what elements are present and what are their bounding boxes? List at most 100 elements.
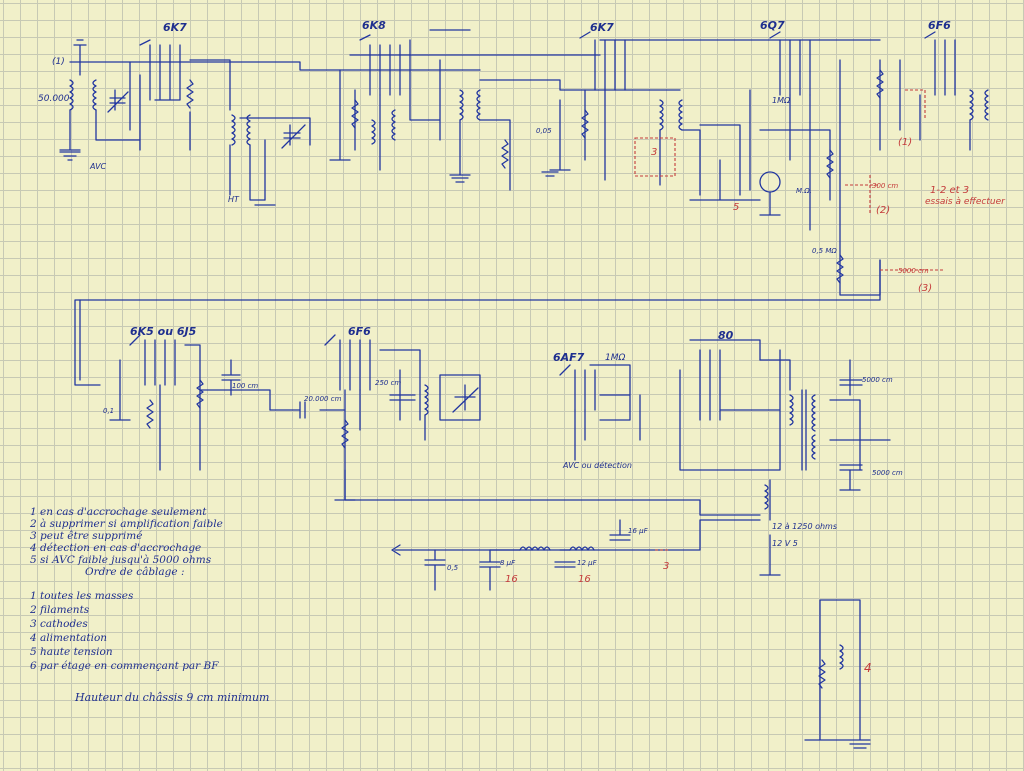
wire [129, 61, 141, 151]
coil [476, 89, 481, 121]
wire [879, 59, 971, 151]
capacitor-value: 250 cm [375, 379, 402, 387]
wire [109, 344, 271, 471]
resistor [196, 379, 204, 409]
capacitor [554, 561, 576, 568]
ground [541, 171, 559, 177]
coil [371, 119, 376, 145]
wire [759, 479, 781, 576]
antenna-mark: (1) [52, 57, 65, 67]
resistor [581, 109, 589, 139]
speaker-symbol [759, 171, 781, 193]
capacitor [479, 549, 501, 591]
wire [549, 89, 606, 181]
ht-label: HT [228, 195, 239, 204]
tube-label-4: 6Q7 [760, 19, 785, 32]
wire [254, 139, 276, 206]
coil [789, 394, 794, 426]
capacitor [839, 379, 863, 386]
red-option-box [634, 137, 676, 177]
note-line: 2 filaments [30, 604, 90, 616]
note-line: 1 en cas d'accrochage seulement [30, 506, 207, 518]
note-line: 2 à supprimer si amplification faible [30, 518, 223, 530]
tube-label-2: 6K8 [362, 19, 386, 32]
capacitor-value: 5000 cm [862, 376, 893, 384]
capacitor [221, 359, 241, 396]
tube-4-envelope [769, 31, 811, 96]
wire [424, 374, 481, 441]
coil [92, 79, 97, 111]
resistor-value: 0,5 MΩ [812, 247, 837, 255]
resistor [351, 99, 359, 129]
red-mark: 3 [651, 147, 658, 158]
resistor [186, 79, 194, 109]
ground [849, 743, 871, 749]
note-heading: Ordre de câblage : [85, 566, 185, 578]
note-line: 5 haute tension [30, 646, 113, 658]
coil [391, 109, 396, 141]
tube-label-7: 6F6 [348, 325, 371, 338]
wire [679, 349, 791, 471]
note-line: 6 par étage en commençant par BF [30, 660, 219, 672]
capacitor-value: 8 μF [500, 559, 516, 567]
resistor-value: 12 à 1250 ohms [772, 522, 837, 531]
resistor [876, 69, 884, 99]
voltage-label: 12 V 5 [772, 539, 798, 548]
tube-label-9: 80 [718, 329, 734, 342]
wire [659, 124, 741, 196]
wire [689, 159, 761, 201]
wire [349, 39, 881, 56]
capacitor-value: 0,05 [536, 127, 552, 135]
capacitor [839, 464, 863, 471]
wire [189, 59, 231, 151]
red-note: essais à effectuer [925, 197, 1005, 207]
wire [391, 519, 761, 556]
capacitor-value: 100 cm [232, 382, 259, 390]
tube-6-envelope [129, 334, 176, 386]
red-option-line [655, 89, 945, 551]
note-line: 3 peut être supprimé [30, 530, 143, 542]
red-mark: (2) [876, 205, 891, 216]
ground [59, 151, 81, 161]
coil [519, 546, 551, 551]
avc-label: AVC [90, 162, 107, 171]
capacitor [609, 519, 631, 541]
wire [229, 117, 311, 201]
note-line: 1 toutes les masses [30, 590, 134, 602]
red-mark: (3) [918, 283, 933, 294]
resistor [146, 399, 154, 429]
resistor-value: 50.000 [38, 94, 70, 104]
coil [459, 89, 464, 121]
transformer-core [801, 389, 807, 471]
resistor-value: 1MΩ [772, 96, 791, 105]
tube-label-1: 6K7 [163, 21, 187, 34]
resistor [501, 139, 509, 169]
ground [451, 177, 469, 183]
wire [409, 29, 471, 141]
capacitor-value: 0,5 [447, 564, 459, 572]
wire [334, 349, 421, 501]
resistor [836, 254, 844, 284]
variable-cap [107, 89, 129, 113]
wire [74, 259, 881, 386]
coil [69, 79, 74, 111]
capacitor-value: 5000 cm [872, 469, 903, 477]
capacitor-value: 12 μF [577, 559, 597, 567]
coil [811, 394, 816, 432]
capacitor-value: 16 μF [628, 527, 648, 535]
wire [839, 59, 881, 296]
chassis-height-note: Hauteur du châssis 9 cm minimum [75, 691, 270, 704]
red-mark: 4 [864, 661, 872, 675]
coil [246, 114, 251, 146]
tube-2-envelope [359, 34, 401, 96]
tube-label-6: 6K5 ou 6J5 [130, 325, 197, 338]
resistor [341, 419, 349, 449]
tube-1-envelope [139, 39, 181, 101]
wire [829, 359, 891, 491]
tube-label-8: 6AF7 [553, 351, 585, 364]
tube-7-envelope [324, 334, 371, 391]
resistor [818, 659, 826, 689]
tube-label-5: 6F6 [928, 19, 951, 32]
avc-detection-label: AVC ou détection [563, 461, 632, 470]
